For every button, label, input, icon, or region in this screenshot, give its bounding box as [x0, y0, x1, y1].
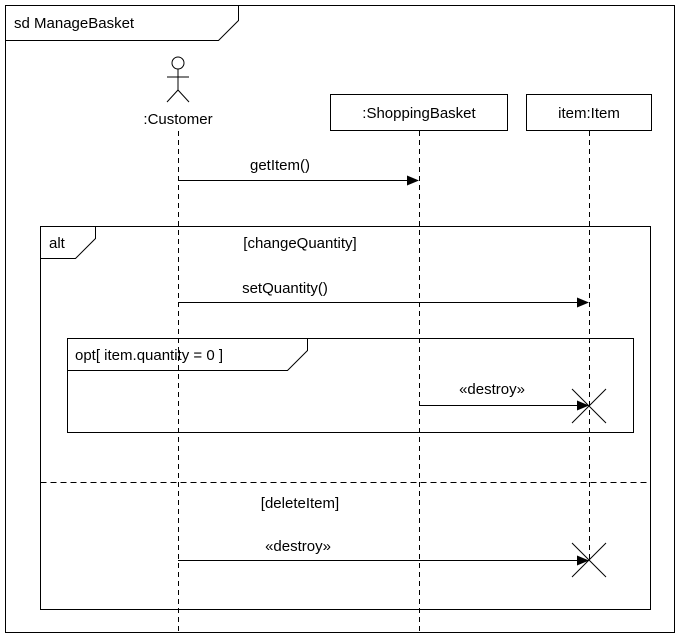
alt-operator-label: alt — [49, 235, 66, 252]
opt-operator-tab — [67, 338, 308, 371]
opt-fragment — [67, 338, 634, 433]
alt-guard-delete-item: [deleteItem] — [261, 495, 339, 512]
destroy-opt-marker-icon — [571, 388, 607, 424]
item-lifeline-label: item:Item — [558, 105, 620, 122]
actor-icon — [166, 56, 190, 103]
destroy-delete-label: «destroy» — [265, 538, 331, 555]
alt-operator-tab — [40, 226, 96, 259]
opt-guard-label: opt[ item.quantity = 0 ] — [75, 347, 223, 364]
alt-fragment — [40, 226, 651, 610]
set-quantity-label: setQuantity() — [242, 280, 328, 297]
destroy-delete-marker-icon — [571, 542, 607, 578]
get-item-label: getItem() — [250, 157, 310, 174]
diagram-frame — [5, 5, 675, 633]
diagram-title-tab — [5, 5, 239, 41]
destroy-opt-label: «destroy» — [459, 381, 525, 398]
alt-guard-change-quantity: [changeQuantity] — [243, 235, 356, 252]
customer-lifeline-label: :Customer — [143, 111, 212, 128]
diagram-title: sd ManageBasket — [14, 15, 135, 32]
shopping-basket-lifeline-label: :ShoppingBasket — [362, 105, 476, 122]
item-lifeline-head — [526, 94, 652, 131]
shopping-basket-lifeline-head — [330, 94, 508, 131]
